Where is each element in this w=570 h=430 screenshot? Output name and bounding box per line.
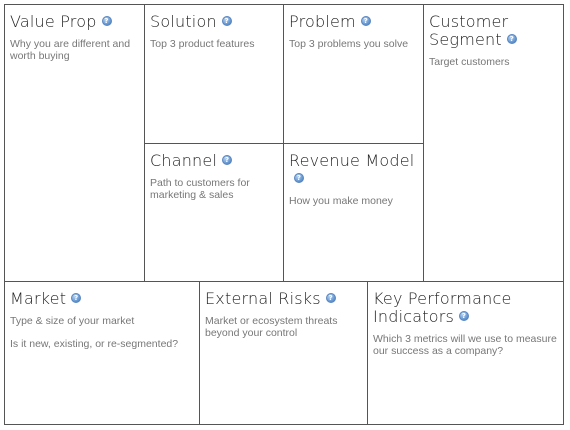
customer-segment-title-line2-row: Segment	[429, 31, 557, 49]
external-risks-box[interactable]: External Risks Market or ecosystem threa…	[199, 281, 368, 425]
customer-segment-title-line2: Segment	[429, 30, 502, 49]
kpi-title: Key Performance Indicators	[373, 290, 557, 326]
external-risks-description: Market or ecosystem threats beyond your …	[205, 315, 361, 339]
help-icon[interactable]	[506, 34, 517, 45]
customer-segment-description-text: Target customers	[429, 56, 510, 68]
channel-title-text: Channel	[150, 151, 218, 170]
market-description-text-2: Is it new, existing, or re-segmented?	[10, 338, 179, 350]
help-icon[interactable]	[325, 293, 336, 304]
external-risks-title: External Risks	[205, 290, 361, 308]
revenue-model-box[interactable]: Revenue Model How you make money	[283, 143, 424, 282]
value-prop-box[interactable]: Value Prop Why you are different and wor…	[4, 4, 145, 282]
problem-title: Problem	[289, 13, 417, 31]
customer-segment-title: Customer Segment	[429, 13, 557, 49]
revenue-model-title: Revenue Model	[289, 152, 417, 188]
customer-segment-description: Target customers	[429, 56, 557, 68]
value-prop-title-text: Value Prop	[10, 12, 97, 31]
revenue-model-description: How you make money	[289, 195, 417, 207]
market-title-text: Market	[10, 289, 67, 308]
kpi-description: Which 3 metrics will we use to measure o…	[373, 333, 557, 357]
customer-segment-box[interactable]: Customer Segment Target customers	[423, 4, 564, 282]
problem-description-text: Top 3 problems you solve	[289, 38, 409, 50]
kpi-title-line2-row: Indicators	[373, 308, 557, 326]
value-prop-description: Why you are different and worth buying	[10, 38, 138, 62]
kpi-title-line1: Key Performance	[373, 289, 512, 308]
revenue-model-description-text: How you make money	[289, 195, 393, 207]
revenue-model-title-text: Revenue Model	[289, 151, 415, 170]
channel-title: Channel	[150, 152, 277, 170]
help-icon[interactable]	[459, 311, 470, 322]
help-icon[interactable]	[101, 16, 112, 27]
kpi-title-line2: Indicators	[373, 307, 455, 326]
problem-box[interactable]: Problem Top 3 problems you solve	[283, 4, 424, 144]
help-icon[interactable]	[71, 293, 82, 304]
solution-title: Solution	[150, 13, 277, 31]
solution-title-text: Solution	[150, 12, 217, 31]
external-risks-description-text: Market or ecosystem threats beyond your …	[205, 315, 338, 339]
solution-description-text: Top 3 product features	[150, 38, 255, 50]
value-prop-description-text: Why you are different and worth buying	[10, 38, 131, 62]
market-box[interactable]: Market Type & size of your market Is it …	[4, 281, 200, 425]
market-title: Market	[10, 290, 193, 308]
external-risks-title-text: External Risks	[205, 289, 321, 308]
help-icon[interactable]	[222, 155, 233, 166]
problem-description: Top 3 problems you solve	[289, 38, 417, 50]
channel-description-text: Path to customers for marketing & sales	[150, 177, 250, 201]
channel-box[interactable]: Channel Path to customers for marketing …	[144, 143, 284, 282]
value-prop-title: Value Prop	[10, 13, 138, 31]
solution-box[interactable]: Solution Top 3 product features	[144, 4, 284, 144]
help-icon[interactable]	[221, 16, 232, 27]
help-icon[interactable]	[294, 173, 304, 184]
kpi-box[interactable]: Key Performance Indicators Which 3 metri…	[367, 281, 564, 425]
solution-description: Top 3 product features	[150, 38, 277, 50]
market-description-text-1: Type & size of your market	[10, 315, 135, 327]
customer-segment-title-line1: Customer	[429, 12, 509, 31]
channel-description: Path to customers for marketing & sales	[150, 177, 277, 201]
help-icon[interactable]	[360, 16, 371, 27]
problem-title-text: Problem	[289, 12, 356, 31]
kpi-description-text: Which 3 metrics will we use to measure o…	[373, 333, 557, 357]
market-description: Type & size of your market Is it new, ex…	[10, 315, 193, 350]
